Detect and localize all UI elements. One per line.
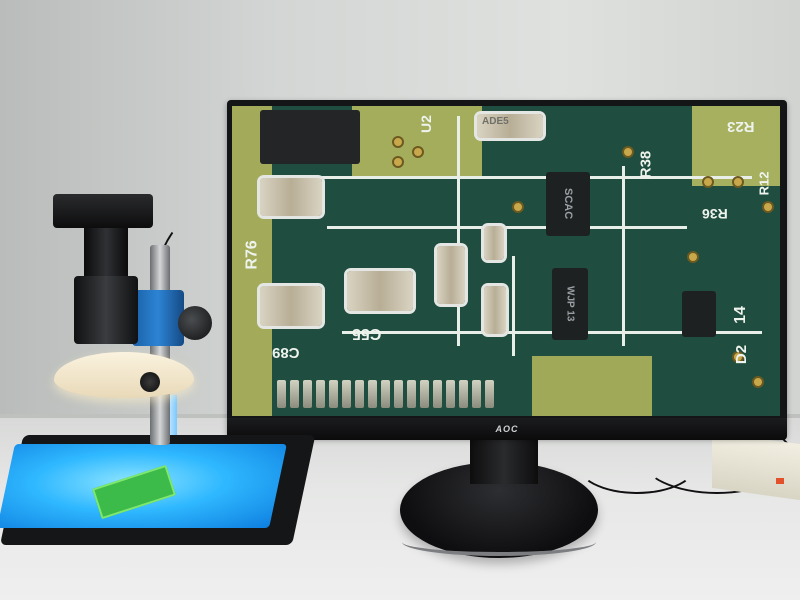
lens-barrel [74, 276, 138, 344]
connector-pin [446, 380, 455, 408]
copper-area [532, 356, 652, 416]
ic-chip [682, 291, 716, 337]
connector-pin [433, 380, 442, 408]
via-pad [732, 351, 744, 363]
connector-pin [472, 380, 481, 408]
monitor-bezel [227, 418, 787, 440]
pcb-trace [457, 116, 460, 346]
monitor-neck [470, 438, 538, 484]
connector-pin [290, 380, 299, 408]
power-led [776, 478, 784, 484]
via-pad [392, 136, 404, 148]
connector-pin [329, 380, 338, 408]
via-pad [412, 146, 424, 158]
silkscreen-label: R76 [243, 240, 261, 270]
via-pad [732, 176, 744, 188]
capacitor [437, 246, 465, 304]
connector-pin [368, 380, 377, 408]
monitor-brand: AOC [495, 424, 519, 434]
ic-chip: WJP 13 [552, 268, 588, 340]
copper-area [692, 106, 780, 186]
silkscreen-label: U2 [417, 115, 434, 133]
connector-pin [394, 380, 403, 408]
silkscreen-label: C55 [352, 325, 382, 342]
connector-pin [420, 380, 429, 408]
capacitor [484, 286, 506, 334]
inductor [260, 110, 360, 164]
connector-pin [381, 380, 390, 408]
capacitor [477, 114, 543, 138]
connector-pin [485, 380, 494, 408]
silkscreen-label: R23 [727, 118, 755, 135]
capacitor [484, 226, 504, 260]
silkscreen-label: 14 [731, 306, 749, 324]
via-pad [512, 201, 524, 213]
microscope-arm [132, 290, 184, 346]
microscope-camera [53, 194, 153, 228]
via-pad [762, 201, 774, 213]
pcb-trace [622, 166, 625, 346]
via-pad [622, 146, 634, 158]
silkscreen-label: R36 [702, 206, 728, 222]
connector-pin [355, 380, 364, 408]
silkscreen-label: R38 [637, 150, 655, 179]
via-pad [702, 176, 714, 188]
via-pad [687, 251, 699, 263]
monitor-screen: SCAC WJP 13 R76 C55 C89 R38 R36 R23 D2 A… [232, 106, 780, 416]
pcb-trace [272, 176, 752, 179]
chip-marking: WJP 13 [564, 286, 576, 322]
silkscreen-label: C89 [272, 344, 300, 361]
ring-light-dial [140, 372, 160, 392]
connector-pin [342, 380, 351, 408]
capacitor [260, 286, 322, 326]
capacitor [347, 271, 413, 311]
silkscreen-label: R12 [756, 171, 772, 196]
connector-pin [303, 380, 312, 408]
capacitor [260, 178, 322, 216]
cable [575, 430, 699, 494]
ring-light [54, 352, 194, 398]
via-pad [752, 376, 764, 388]
connector-pin [407, 380, 416, 408]
connector-pin [277, 380, 286, 408]
focus-knob [178, 306, 212, 340]
pcb-trace [327, 226, 687, 229]
silkscreen-label: ADE5 [482, 116, 509, 127]
chip-marking: SCAC [562, 188, 574, 220]
connector-pin [316, 380, 325, 408]
via-pad [392, 156, 404, 168]
connector-pins [277, 374, 507, 414]
ic-chip: SCAC [546, 172, 590, 236]
monitor-base-rim [402, 528, 596, 556]
connector-pin [459, 380, 468, 408]
pcb-trace [512, 256, 515, 356]
copper-area [352, 106, 482, 176]
silkscreen-label: D2 [733, 344, 751, 365]
